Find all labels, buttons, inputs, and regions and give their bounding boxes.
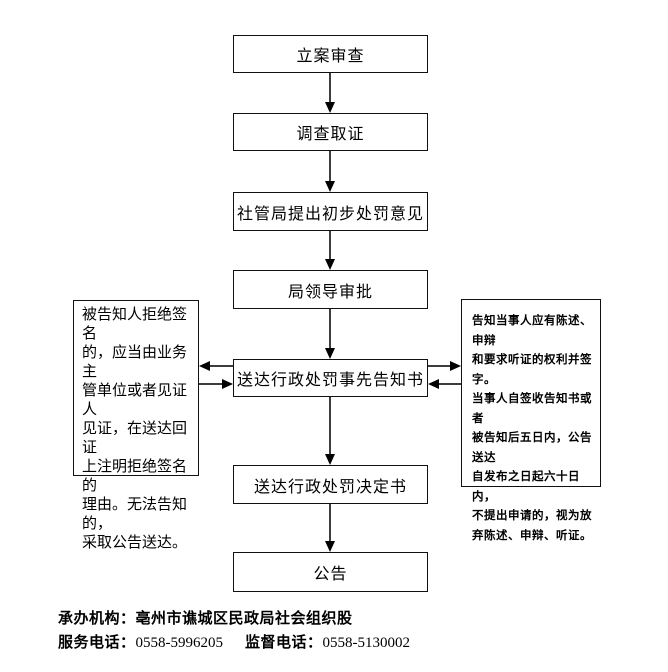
arrow-left-icon-to-left-note — [199, 360, 233, 372]
step-investigation-evidence: 调查取证 — [233, 113, 428, 151]
footer-phones-line: 服务电话：0558-5996205 监督电话：0558-5130002 — [58, 631, 410, 652]
arrow-down-icon-2 — [324, 151, 336, 192]
arrow-down-icon-6 — [324, 504, 336, 552]
service-phone-label: 服务电话： — [58, 634, 136, 651]
supervision-phone-number: 0558-5130002 — [322, 635, 411, 651]
arrow-down-icon-1 — [324, 73, 336, 113]
step-case-filing-review: 立案审查 — [233, 35, 428, 73]
note-rights-notification-rules: 告知当事人应有陈述、申辩和要求听证的权利并签字。当事人自签收告知书或者被告知后五… — [461, 299, 601, 542]
arrow-down-icon-4 — [324, 309, 336, 359]
step-bureau-leader-approval: 局领导审批 — [233, 270, 428, 309]
step-deliver-penalty-decision: 送达行政处罚决定书 — [233, 465, 428, 504]
footer-agency-line: 承办机构：亳州市谯城区民政局社会组织股 — [58, 607, 353, 628]
step-announcement: 公告 — [233, 552, 428, 592]
agency-label: 承办机构： — [58, 610, 136, 627]
supervision-phone-label: 监督电话： — [245, 634, 323, 651]
arrow-left-icon-from-right-note — [428, 378, 461, 390]
agency-value: 亳州市谯城区民政局社会组织股 — [135, 610, 353, 627]
arrow-right-icon-from-left-note — [199, 378, 233, 390]
service-phone-number: 0558-5996205 — [135, 635, 224, 651]
step-preliminary-penalty-opinion: 社管局提出初步处罚意见 — [233, 192, 428, 231]
arrow-down-icon-3 — [324, 231, 336, 270]
arrow-right-icon-to-right-note — [428, 360, 461, 372]
arrow-down-icon-5 — [324, 397, 336, 465]
step-deliver-prior-notice: 送达行政处罚事先告知书 — [233, 359, 428, 397]
note-refusal-to-sign-procedure: 被告知人拒绝签名的，应当由业务主管单位或者见证人见证，在送达回证上注明拒绝签名的… — [73, 300, 199, 551]
